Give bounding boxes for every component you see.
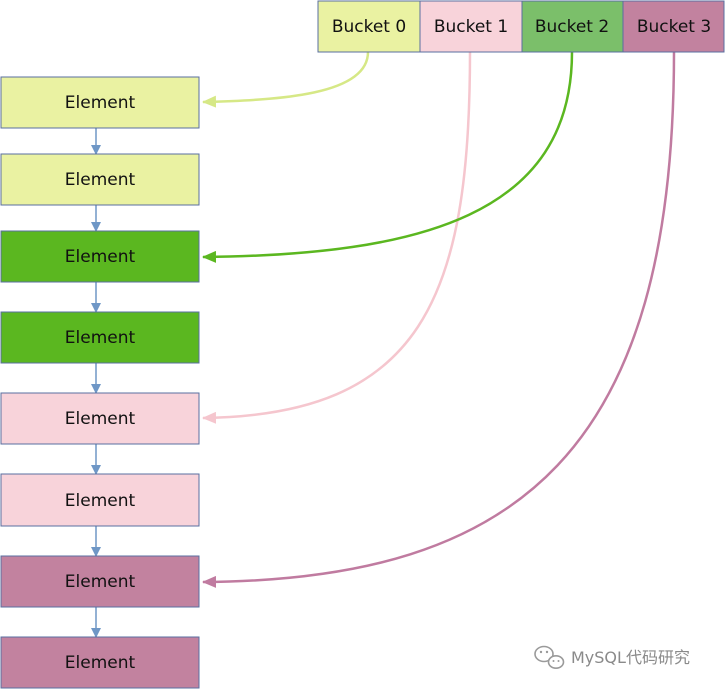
bucket-1-link (202, 51, 472, 424)
watermark-text: MySQL代码研究 (571, 648, 690, 667)
bucket-1: Bucket 1 (419, 0, 523, 53)
element-label: Element (65, 572, 136, 592)
element-node-3: Element (0, 230, 200, 283)
bucket-3-link (202, 51, 676, 588)
bucket-0-link (202, 51, 370, 108)
bucket-0-box (317, 0, 421, 53)
bucket-2: Bucket 2 (521, 0, 624, 53)
element-label: Element (65, 328, 136, 348)
bucket-links (202, 51, 676, 588)
bucket-1-label: Bucket 1 (434, 17, 508, 37)
element-label: Element (65, 653, 136, 673)
watermark: MySQL代码研究 (534, 645, 690, 669)
element-node-8: Element (0, 636, 200, 689)
element-node-6: Element (0, 473, 200, 527)
element-node-2: Element (0, 153, 200, 206)
element-box (0, 392, 200, 445)
element-label: Element (65, 247, 136, 267)
wechat-icon (534, 645, 565, 669)
element-node-4: Element (0, 311, 200, 364)
bucket-array: Bucket 0 Bucket 1 Bucket 2 Bucket 3 (317, 0, 725, 53)
element-box (0, 230, 200, 283)
element-label: Element (65, 93, 136, 113)
bucket-3: Bucket 3 (622, 0, 725, 53)
bucket-0: Bucket 0 (317, 0, 421, 53)
element-box (0, 76, 200, 129)
element-node-7: Element (0, 555, 200, 608)
element-box (0, 311, 200, 364)
element-box (0, 555, 200, 608)
bucket-2-box (521, 0, 624, 53)
element-node-1: Element (0, 76, 200, 129)
bucket-3-box (622, 0, 725, 53)
bucket-0-label: Bucket 0 (332, 17, 406, 37)
bucket-1-box (419, 0, 523, 53)
element-label: Element (65, 491, 136, 511)
element-label: Element (65, 409, 136, 429)
bucket-3-label: Bucket 3 (637, 17, 711, 37)
element-label: Element (65, 170, 136, 190)
element-node-5: Element (0, 392, 200, 445)
element-list: Element Element Element Element Element … (0, 76, 200, 689)
bucket-2-link (202, 51, 574, 263)
bucket-2-label: Bucket 2 (535, 17, 609, 37)
element-box (0, 636, 200, 689)
element-box (0, 473, 200, 527)
element-box (0, 153, 200, 206)
